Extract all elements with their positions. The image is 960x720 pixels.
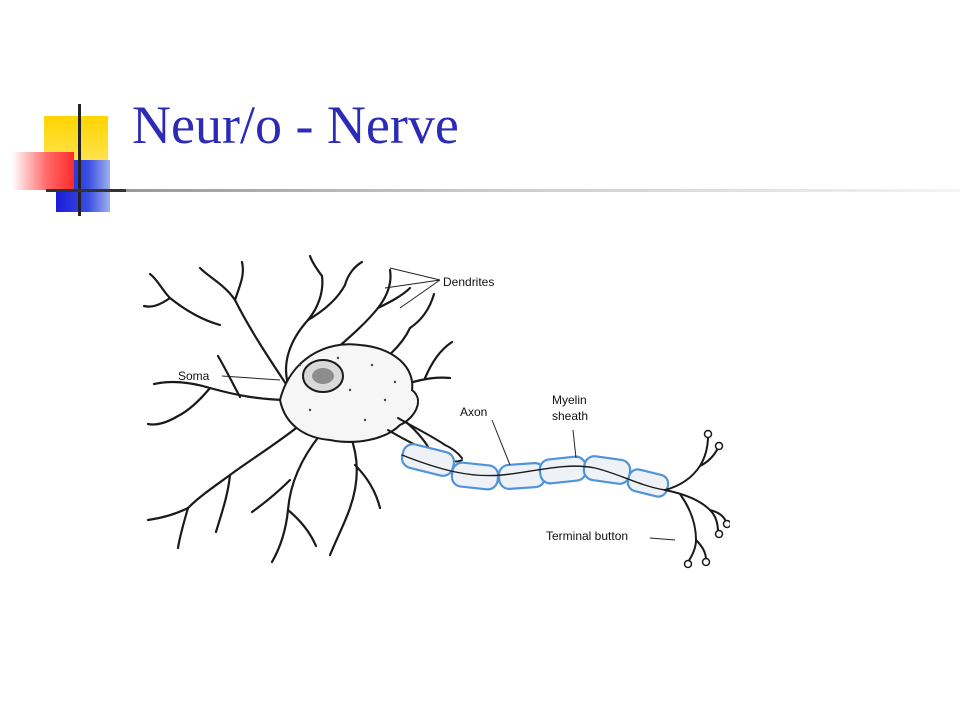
leader-lines <box>221 267 676 541</box>
title-underline <box>126 189 960 192</box>
label-myelin-line1: Myelin <box>552 393 587 407</box>
terminal-branches <box>664 435 727 563</box>
soma-drawing <box>278 343 463 463</box>
decor-red-square <box>12 152 74 190</box>
label-axon: Axon <box>460 405 487 419</box>
label-terminal-button: Terminal button <box>546 529 628 543</box>
slide-title: Neur/o - Nerve <box>132 95 459 155</box>
neuron-diagram: Dendrites Soma Axon Myelin sheath Termin… <box>142 254 730 569</box>
decor-horizontal-line <box>46 189 126 192</box>
label-soma: Soma <box>178 369 210 383</box>
terminal-buttons <box>683 429 730 569</box>
label-dendrites: Dendrites <box>443 275 494 289</box>
label-myelin-line2: sheath <box>552 409 588 423</box>
axon-core-line <box>401 454 666 491</box>
decor-vertical-line <box>78 104 81 216</box>
myelin-sheath-segments <box>400 443 670 498</box>
